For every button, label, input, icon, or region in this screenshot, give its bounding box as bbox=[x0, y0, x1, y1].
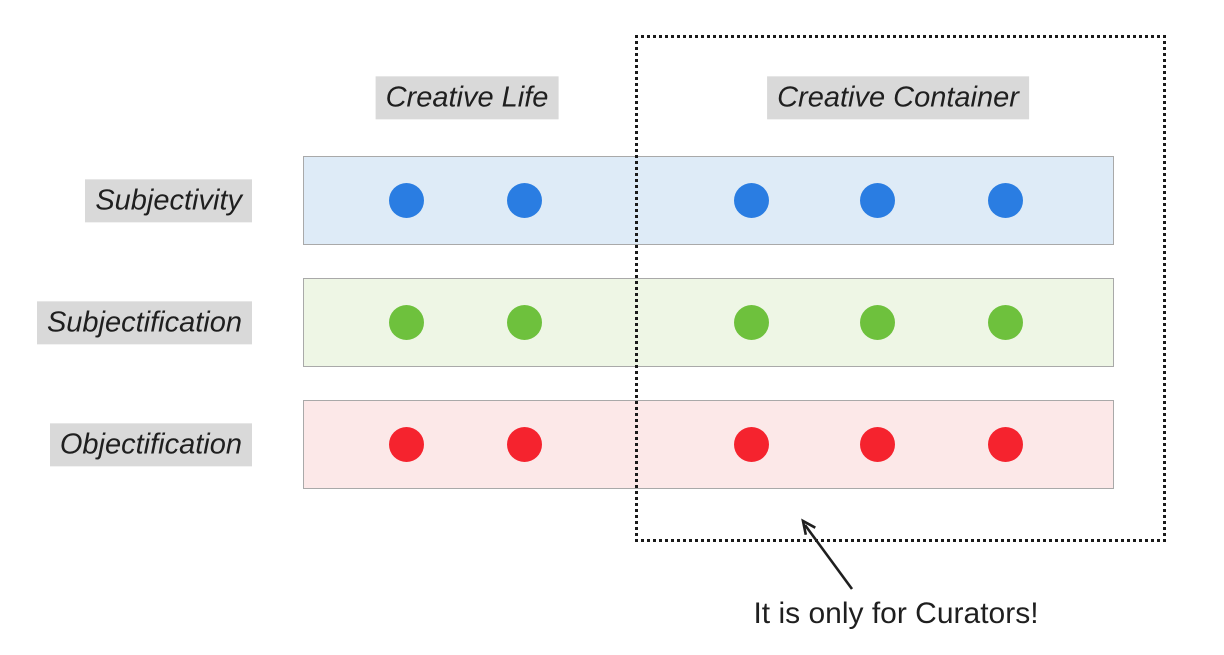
column-header-creative-life: Creative Life bbox=[375, 76, 559, 120]
row-label-objectification: Objectification bbox=[49, 422, 252, 467]
subjectivity-dot bbox=[859, 183, 895, 218]
row-label-subjectivity: Subjectivity bbox=[85, 178, 252, 223]
subjectification-dot bbox=[388, 305, 424, 340]
band-subjectivity bbox=[303, 156, 1114, 245]
band-subjectification bbox=[303, 278, 1114, 367]
subjectivity-dot bbox=[733, 183, 769, 218]
row-label-subjectification: Subjectification bbox=[36, 300, 252, 345]
subjectification-dot bbox=[733, 305, 769, 340]
subjectivity-dot bbox=[987, 183, 1023, 218]
subjectification-dot bbox=[987, 305, 1023, 340]
creative-container-outline bbox=[635, 35, 1166, 542]
annotation-text: It is only for Curators! bbox=[753, 597, 1039, 630]
objectification-dot bbox=[388, 427, 424, 462]
column-header-creative-container: Creative Container bbox=[767, 76, 1029, 120]
objectification-dot bbox=[987, 427, 1023, 462]
subjectivity-dot bbox=[506, 183, 542, 218]
objectification-dot bbox=[733, 427, 769, 462]
annotation-arrow bbox=[801, 518, 854, 590]
subjectivity-dot bbox=[388, 183, 424, 218]
band-objectification bbox=[303, 400, 1114, 489]
objectification-dot bbox=[506, 427, 542, 462]
subjectification-dot bbox=[859, 305, 895, 340]
subjectification-dot bbox=[506, 305, 542, 340]
objectification-dot bbox=[859, 427, 895, 462]
